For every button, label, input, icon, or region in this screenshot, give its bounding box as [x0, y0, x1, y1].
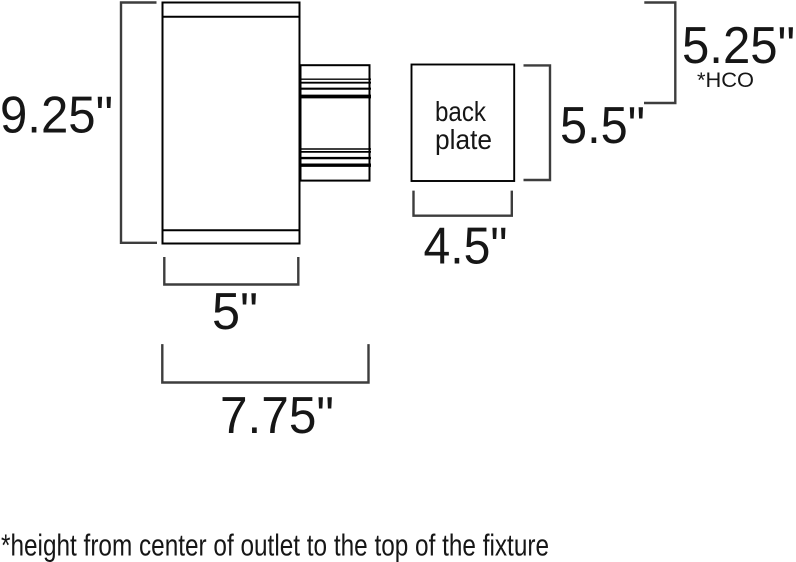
svg-text:4.5": 4.5": [424, 218, 508, 276]
svg-text:5.25": 5.25": [682, 17, 795, 75]
svg-text:*height from center of outlet: *height from center of outlet to the top…: [1, 528, 549, 562]
svg-text:back: back: [435, 96, 487, 127]
svg-text:9.25": 9.25": [0, 87, 113, 145]
svg-text:5": 5": [212, 283, 258, 341]
svg-text:plate: plate: [435, 124, 492, 155]
svg-text:7.75": 7.75": [220, 387, 334, 445]
svg-text:5.5": 5.5": [560, 97, 645, 155]
svg-text:*HCO: *HCO: [697, 69, 754, 92]
